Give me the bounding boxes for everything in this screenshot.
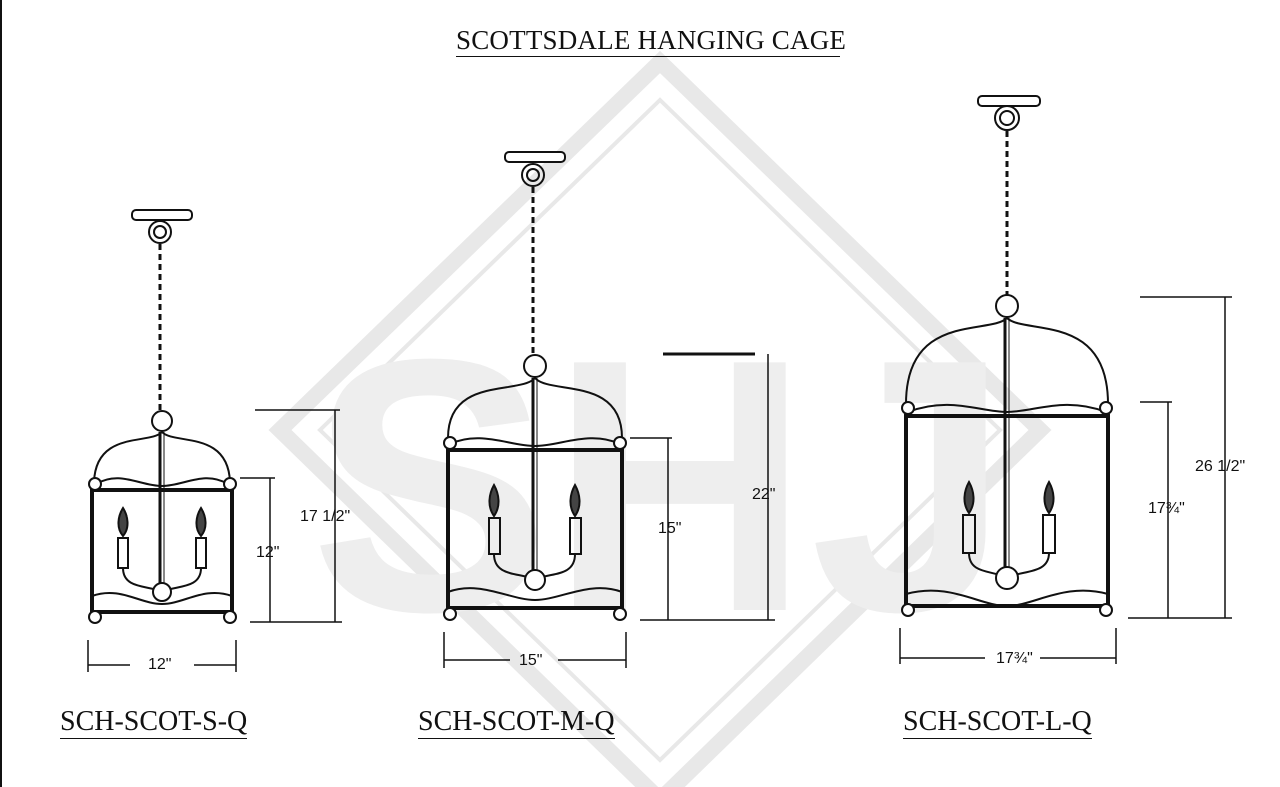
overall-height-label-medium: 22" — [752, 486, 776, 503]
lantern-medium — [443, 151, 627, 621]
page-title: SCOTTSDALE HANGING CAGE — [456, 25, 847, 57]
lantern-large — [901, 95, 1113, 617]
dimensions-medium — [443, 352, 775, 668]
body-height-label-large: 17¾" — [1148, 500, 1185, 517]
overall-height-label-large: 26 1/2" — [1195, 458, 1246, 475]
watermark-logo — [268, 50, 1052, 787]
overall-height-label-small: 17 1/2" — [300, 508, 351, 525]
body-height-label-medium: 15" — [658, 520, 682, 537]
model-name-small: SCH-SCOT-S-Q — [60, 706, 248, 739]
lantern-small — [88, 209, 237, 624]
width-label-small: 12" — [148, 656, 172, 673]
width-label-large: 17¾" — [996, 650, 1033, 667]
body-height-label-small: 12" — [256, 544, 280, 561]
width-label-medium: 15" — [519, 652, 543, 669]
model-name-large: SCH-SCOT-L-Q — [903, 706, 1092, 739]
model-name-medium: SCH-SCOT-M-Q — [418, 706, 615, 739]
dimensions-small — [87, 409, 342, 672]
dimensions-large — [899, 296, 1232, 664]
